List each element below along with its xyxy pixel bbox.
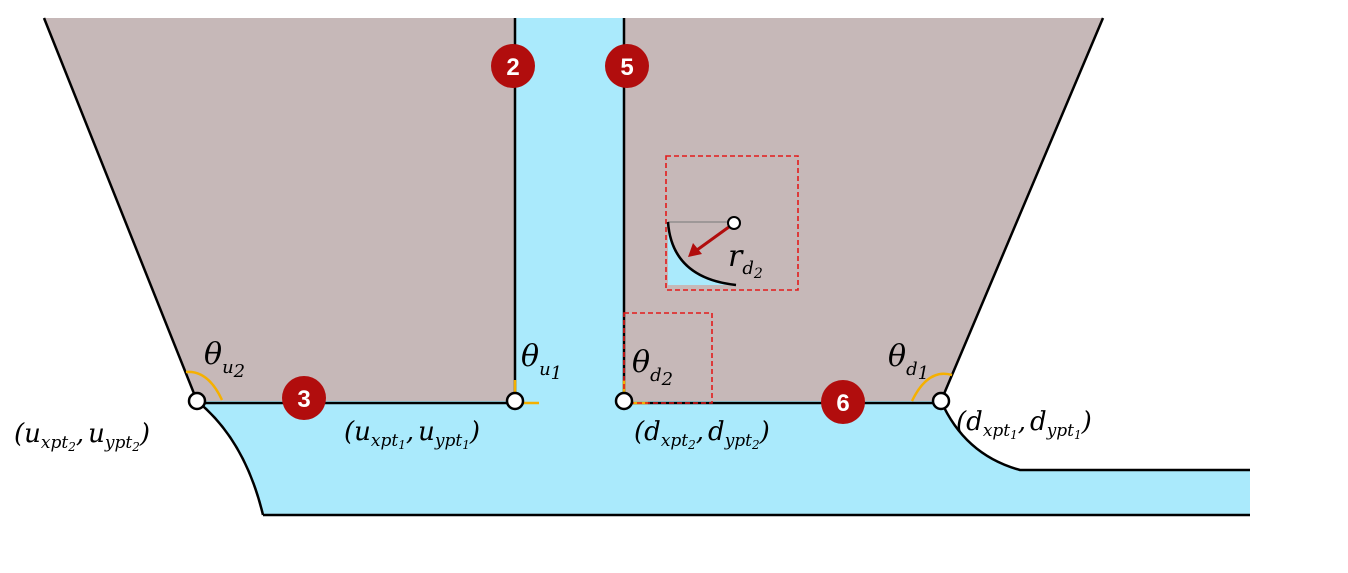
point-d1	[931, 391, 951, 411]
fillet-center-point	[727, 216, 741, 230]
angle-label-theta-u1: θu1	[521, 339, 562, 384]
point-label-u2: (uxpt2,uypt2)	[14, 419, 150, 454]
point-label-d1: (dxpt1,dypt1)	[956, 407, 1092, 442]
badge-6-label: 6	[836, 390, 849, 417]
vertical-channel	[515, 18, 624, 403]
badge-3: 3	[282, 376, 326, 420]
point-u1	[505, 391, 525, 411]
point-u2	[187, 391, 207, 411]
angle-label-theta-u2: θu2	[204, 337, 245, 382]
angle-arc-u2	[185, 370, 224, 401]
corner-highlight-box	[623, 312, 713, 404]
point-label-u1: (uxpt1,uypt1)	[344, 417, 480, 452]
horizontal-channel	[197, 401, 1250, 515]
right-slanted-wall	[939, 17, 1105, 402]
badge-2: 2	[491, 44, 535, 88]
badge-5-label: 5	[620, 54, 633, 81]
angle-label-theta-d2: θd2	[632, 345, 673, 390]
angle-label-theta-d1: θd1	[888, 339, 929, 384]
fillet-arc	[666, 221, 737, 287]
badge-6: 6	[821, 380, 865, 424]
right-solid-block	[624, 18, 1103, 401]
radius-arrow	[696, 222, 734, 252]
angle-arc-d1	[910, 372, 953, 402]
radius-label: rd2	[728, 239, 763, 282]
badge-2-label: 2	[506, 54, 519, 81]
left-solid-block	[44, 18, 515, 401]
left-slanted-wall	[42, 17, 199, 402]
left-curved-wall	[196, 400, 265, 516]
radius-arrow-head	[688, 243, 702, 257]
badge-3-label: 3	[297, 386, 310, 413]
fillet-detail-box	[665, 155, 799, 291]
fillet-fill	[668, 222, 736, 285]
right-curved-wall	[939, 400, 1250, 472]
badge-5: 5	[605, 44, 649, 88]
point-label-d2: (dxpt2,dypt2)	[634, 417, 770, 452]
point-d2	[614, 391, 634, 411]
